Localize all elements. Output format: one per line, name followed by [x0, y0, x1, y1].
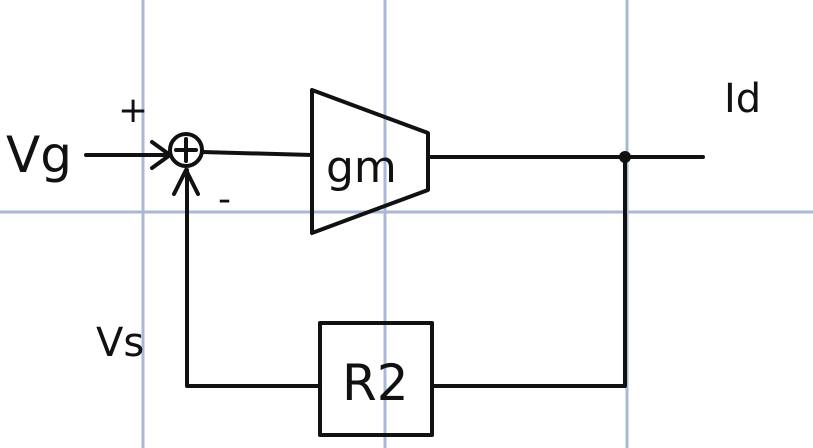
output-label: Id [724, 76, 761, 122]
feedback-wire-left [185, 168, 322, 388]
minus-sign: - [218, 179, 231, 220]
gm-amplifier-block [310, 88, 430, 235]
plus-sign: + [118, 90, 148, 131]
gm-amplifier-label: gm [326, 142, 397, 193]
input-label: Vg [6, 126, 72, 184]
feedback-wire-right [430, 155, 627, 388]
feedback-arrowhead [172, 168, 200, 196]
r2-block [318, 321, 434, 437]
input-arrow [84, 140, 172, 170]
summing-junction [168, 132, 204, 168]
feedback-label: Vs [96, 320, 144, 366]
sum-to-amp-wire [200, 150, 314, 157]
r2-label: R2 [342, 354, 409, 412]
